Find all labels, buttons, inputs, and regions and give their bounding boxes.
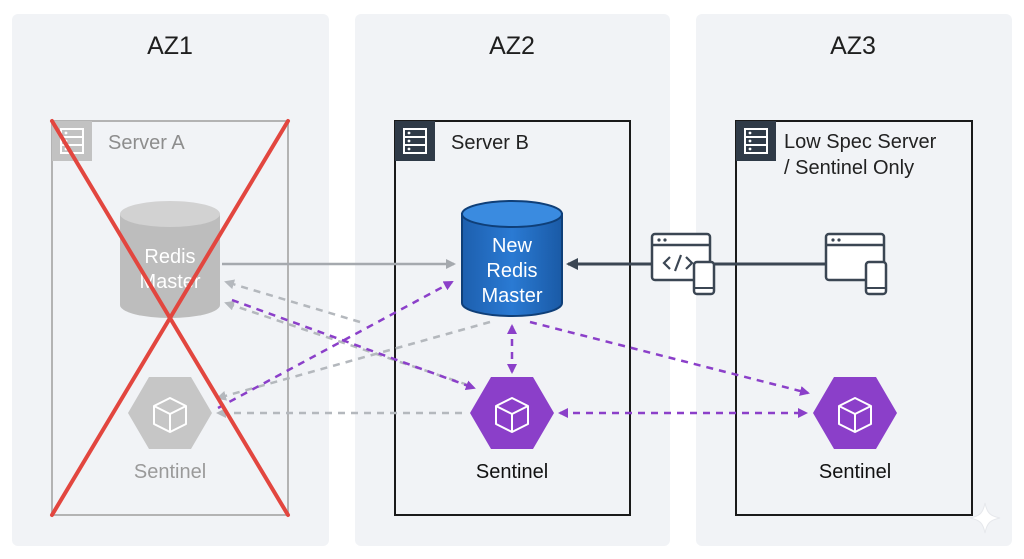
cube-icon [495,397,529,433]
sentinel-link-cross [231,298,476,390]
new-redis-master-db: New Redis Master [461,200,563,317]
cube-icon [153,397,187,433]
sentinel-link-master-az3 [529,320,810,396]
low-spec-server-label-line1: Low Spec Server [784,131,937,153]
old-master-label-line1: Redis [144,246,195,268]
sentinel-az2 [470,377,554,449]
new-master-label-line3: Master [481,285,542,307]
sentinel-az3-label: Sentinel [819,461,891,483]
sparkle-icon [969,502,1001,534]
server-icon [395,121,435,161]
server-b-box [394,120,631,516]
az3-title: AZ3 [830,32,876,60]
sentinel-az3 [813,377,897,449]
sentinel-link-az1-master [217,280,454,410]
faded-link-3 [216,320,491,401]
cube-icon [838,397,872,433]
failure-cross [50,119,290,517]
mobile-device-icon [864,260,888,296]
new-master-label-line2: Redis [486,260,537,282]
sentinel-az1-label: Sentinel [134,461,206,483]
old-redis-master-db: Redis Master [120,201,220,318]
sentinel-az2-label: Sentinel [476,461,548,483]
server-b-label: Server B [451,132,529,154]
faded-link-1 [224,279,361,324]
old-master-label-line2: Master [139,271,200,293]
server-a-box [51,120,289,516]
low-spec-server-box [735,120,973,516]
new-master-label-line1: New [492,235,533,257]
az1-title: AZ1 [147,32,193,60]
az2-title: AZ2 [489,32,535,60]
low-spec-server-label-line2: / Sentinel Only [784,157,914,179]
server-icon [52,121,92,161]
server-icon [736,121,776,161]
server-a-label: Server A [108,132,185,154]
mobile-device-icon [692,260,716,296]
sentinel-az1 [128,377,212,449]
